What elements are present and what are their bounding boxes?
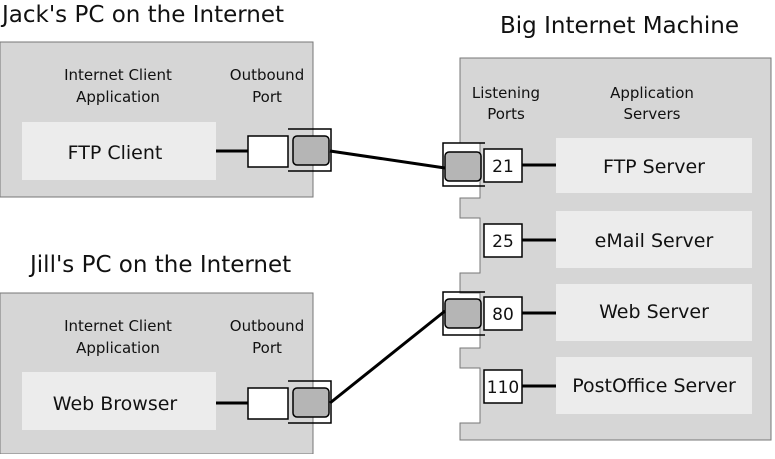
jill-client-header-line1: Internet Client <box>64 317 172 335</box>
email-server-label: eMail Server <box>595 230 714 252</box>
application-servers-header-line2: Servers <box>623 105 680 123</box>
jack-port-header-line2: Port <box>252 88 282 106</box>
jill-client-header-line2: Application <box>76 339 160 357</box>
jack-client-header-line1: Internet Client <box>64 66 172 84</box>
server-plug-21 <box>444 151 482 182</box>
cable-jack-to-ftp <box>329 149 446 170</box>
server-row-ftp: 21 FTP Server <box>442 138 752 193</box>
listening-port-80 <box>483 296 523 331</box>
email-server-box <box>556 211 752 268</box>
port-number-80: 80 <box>492 305 514 325</box>
jack-outbound-port <box>247 135 289 168</box>
web-server-box <box>556 284 752 341</box>
listening-ports-header-line2: Ports <box>487 105 525 123</box>
port-number-25: 25 <box>492 232 514 252</box>
jill-outbound-port <box>247 387 289 420</box>
web-server-label: Web Server <box>599 301 709 323</box>
server-socket-21 <box>442 142 485 187</box>
postoffice-server-box <box>556 357 752 414</box>
jack-port-header-line1: Outbound <box>230 66 304 84</box>
jack-pc-title: Jack's PC on the Internet <box>0 2 284 28</box>
listening-ports-header-line1: Listening <box>472 84 540 102</box>
server-row-email: 25 eMail Server <box>483 211 752 268</box>
ftp-server-label: FTP Server <box>603 156 705 178</box>
listening-port-110 <box>483 369 523 404</box>
server-machine-title: Big Internet Machine <box>500 13 739 39</box>
listening-port-25 <box>483 223 523 258</box>
port-number-110: 110 <box>487 378 519 398</box>
server-row-postoffice: 110 PostOffice Server <box>483 357 752 414</box>
jill-pc-title: Jill's PC on the Internet <box>28 252 291 278</box>
jack-client-header-line2: Application <box>76 88 160 106</box>
jill-port-header-line2: Port <box>252 339 282 357</box>
postoffice-server-label: PostOffice Server <box>572 375 736 397</box>
server-plug-80 <box>444 298 482 329</box>
web-browser-box <box>22 372 216 430</box>
cable-jill-to-web <box>329 309 446 405</box>
ftp-server-box <box>556 138 752 193</box>
jill-plug <box>292 387 330 418</box>
application-servers-header-line1: Application <box>610 84 694 102</box>
ftp-client-label: FTP Client <box>68 142 163 164</box>
listening-port-21 <box>483 148 523 183</box>
web-browser-label: Web Browser <box>53 393 178 415</box>
ftp-client-box <box>22 122 216 180</box>
jack-plug <box>292 135 330 166</box>
jill-port-header-line1: Outbound <box>230 317 304 335</box>
port-number-21: 21 <box>492 157 514 177</box>
